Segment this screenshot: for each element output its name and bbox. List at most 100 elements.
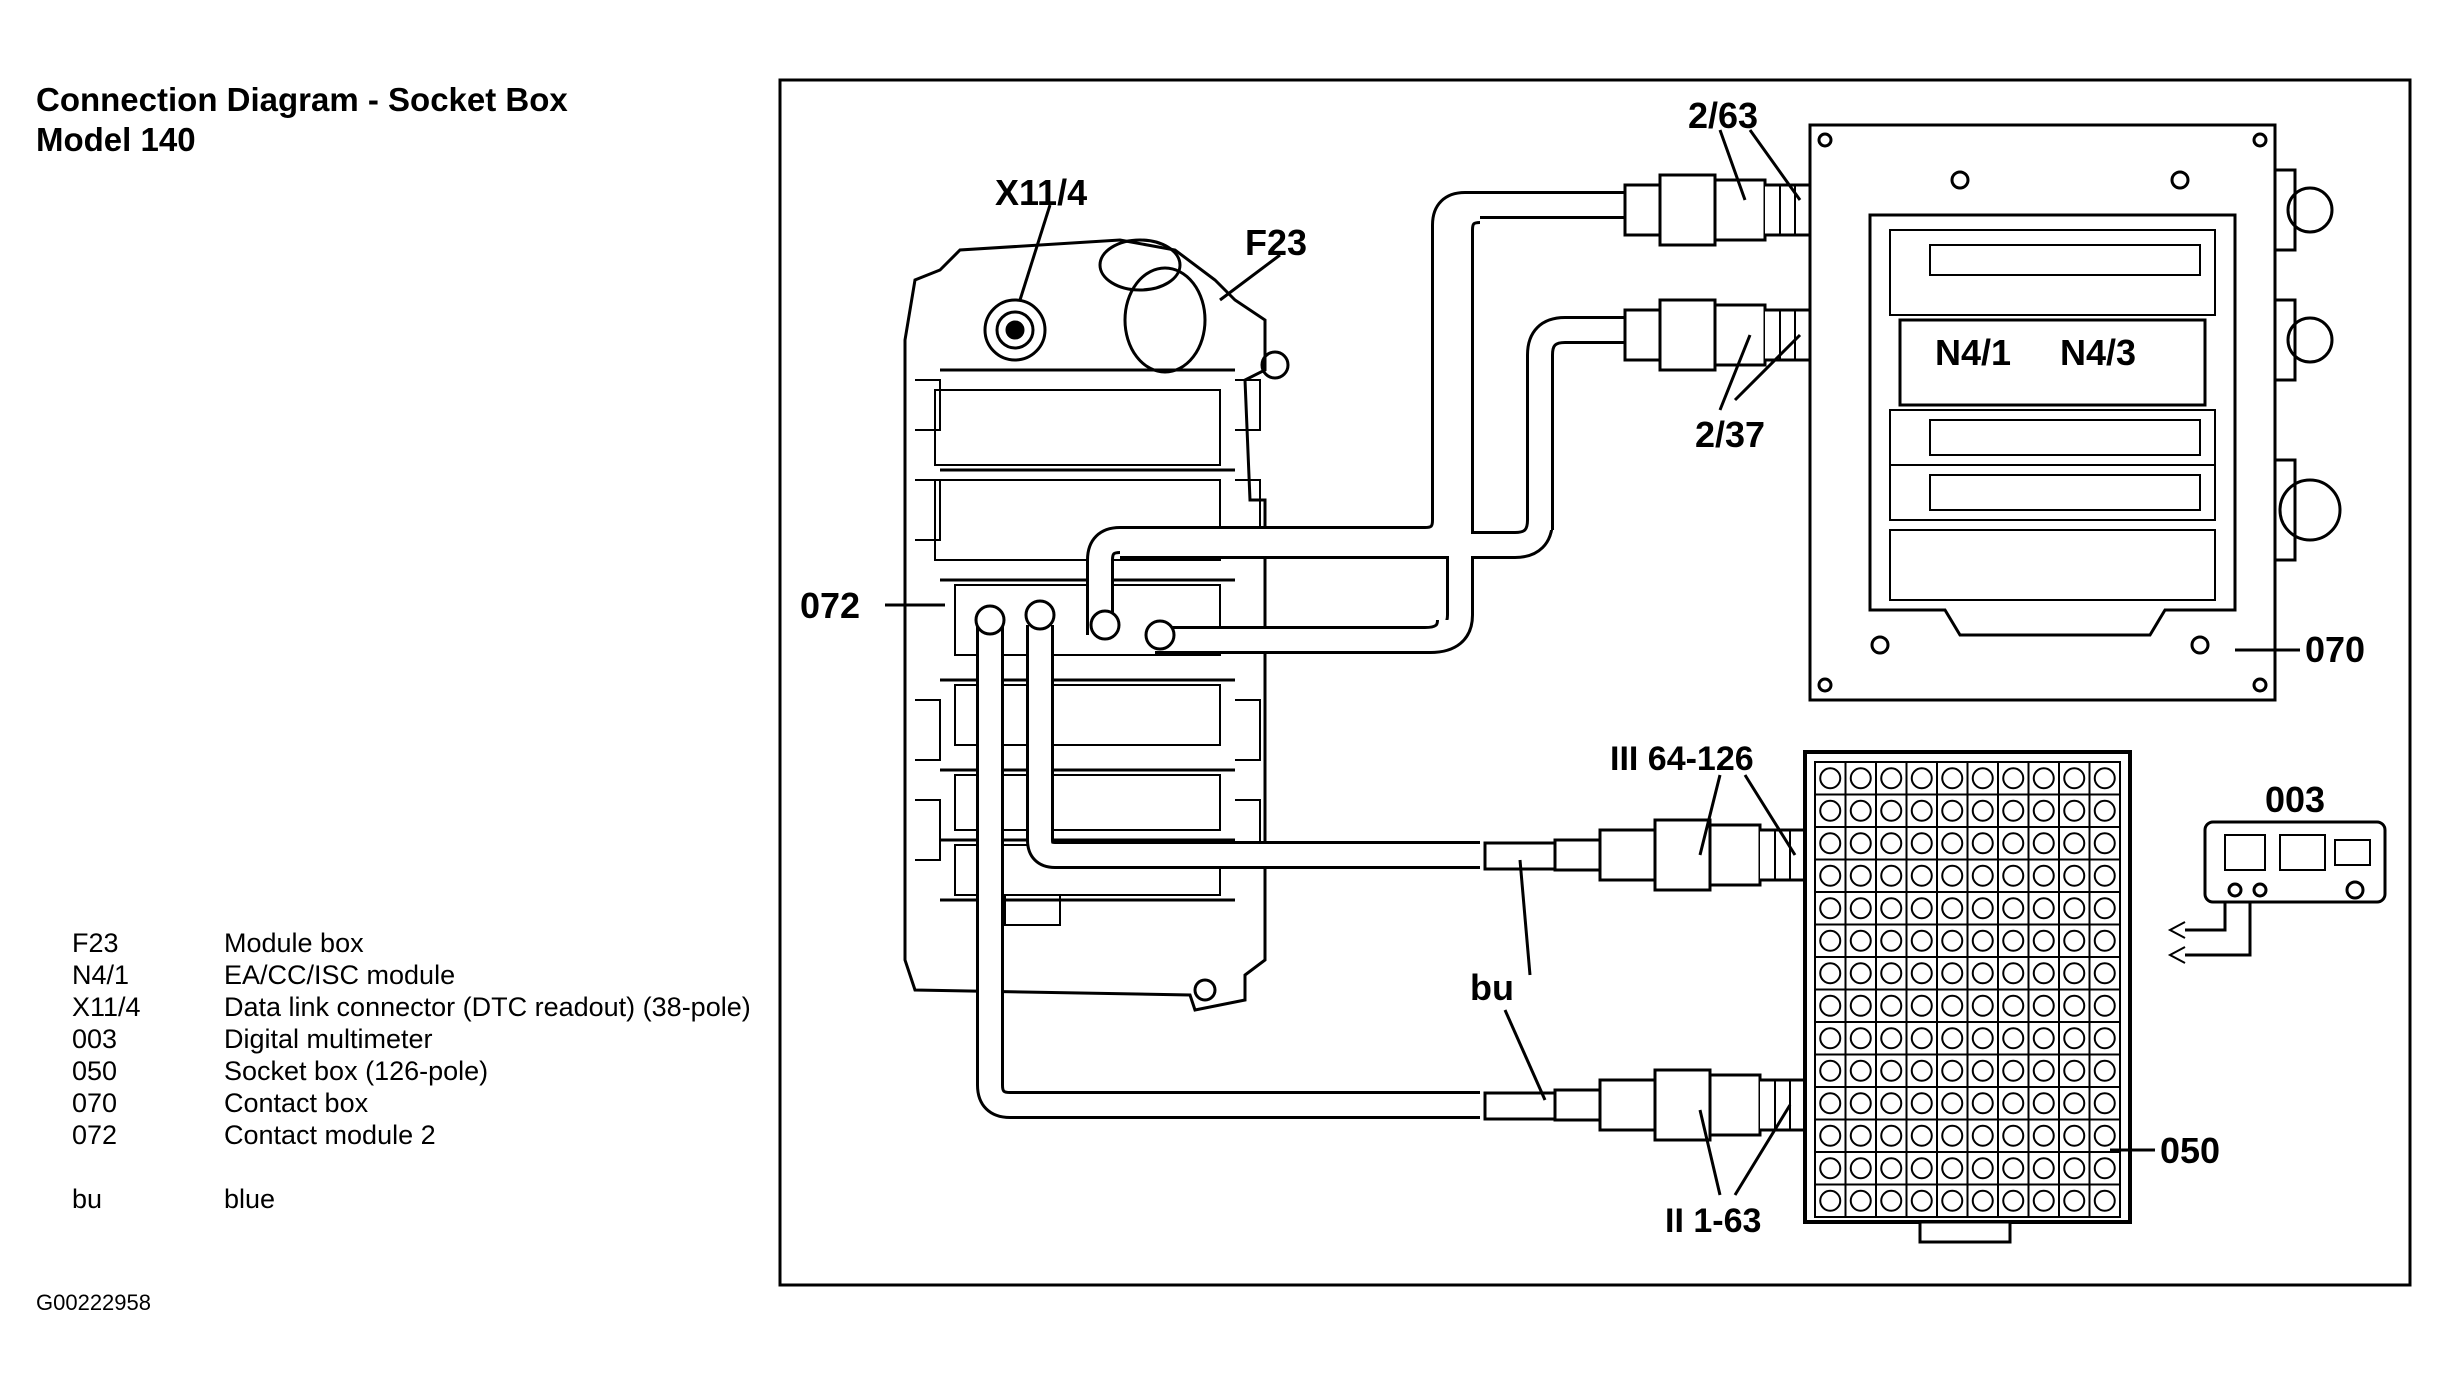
legend-code: 003: [72, 1024, 118, 1054]
socket-hole: [1819, 1157, 1842, 1180]
socket-hole: [1819, 767, 1842, 790]
socket-hole: [1849, 864, 1872, 887]
socket-hole: [1880, 994, 1903, 1017]
socket-hole: [1880, 767, 1903, 790]
label-2-63: 2/63: [1688, 95, 1758, 136]
socket-hole: [1910, 832, 1933, 855]
socket-hole: [2002, 1157, 2025, 1180]
socket-hole: [1971, 994, 1994, 1017]
socket-hole: [1910, 1124, 1933, 1147]
label-2-37: 2/37: [1695, 414, 1765, 455]
socket-hole: [2093, 864, 2116, 887]
socket-hole: [2093, 897, 2116, 920]
socket-hole: [2063, 832, 2086, 855]
legend-desc: Data link connector (DTC readout) (38-po…: [224, 992, 751, 1022]
socket-hole: [1941, 897, 1964, 920]
socket-hole: [1880, 1124, 1903, 1147]
socket-hole: [2032, 864, 2055, 887]
socket-hole: [1880, 1157, 1903, 1180]
socket-hole: [2002, 929, 2025, 952]
socket-hole: [1880, 1059, 1903, 1082]
socket-hole: [2002, 962, 2025, 985]
socket-hole: [2063, 897, 2086, 920]
socket-hole: [1941, 1059, 1964, 1082]
socket-hole: [2032, 1189, 2055, 1212]
socket-hole: [1941, 994, 1964, 1017]
label-070: 070: [2305, 629, 2365, 670]
socket-hole: [2063, 1157, 2086, 1180]
socket-hole: [2093, 767, 2116, 790]
socket-hole: [1819, 1124, 1842, 1147]
legend-code: F23: [72, 928, 119, 958]
socket-hole: [2063, 994, 2086, 1017]
socket-hole: [1941, 1027, 1964, 1050]
socket-hole: [2063, 1189, 2086, 1212]
socket-hole: [1819, 1092, 1842, 1115]
socket-hole: [1910, 1092, 1933, 1115]
title-line-1: Connection Diagram - Socket Box: [36, 81, 568, 118]
socket-hole: [1849, 767, 1872, 790]
socket-hole: [2002, 799, 2025, 822]
connector-2-63: [1623, 173, 1812, 247]
socket-hole: [1971, 1189, 1994, 1212]
diagram-title: Connection Diagram - Socket Box Model 14…: [36, 80, 568, 160]
socket-hole: [1971, 1124, 1994, 1147]
label-n4-1: N4/1: [1935, 332, 2011, 373]
legend-code: 072: [72, 1120, 118, 1150]
socket-hole: [1880, 799, 1903, 822]
socket-hole: [2063, 767, 2086, 790]
document-id: G00222958: [36, 1290, 151, 1315]
socket-hole: [1849, 1124, 1872, 1147]
legend-desc: Digital multimeter: [224, 1024, 433, 1054]
label-003: 003: [2265, 779, 2325, 820]
socket-hole: [1880, 1027, 1903, 1050]
socket-grid: [1814, 761, 2121, 1218]
socket-hole: [1971, 799, 1994, 822]
digital-multimeter-003: [2167, 820, 2387, 964]
socket-hole: [2002, 832, 2025, 855]
socket-hole: [1880, 929, 1903, 952]
socket-hole: [2093, 1059, 2116, 1082]
socket-hole: [2002, 1124, 2025, 1147]
socket-hole: [1849, 1059, 1872, 1082]
socket-hole: [1941, 799, 1964, 822]
legend-desc: EA/CC/ISC module: [224, 960, 456, 990]
socket-hole: [2093, 962, 2116, 985]
socket-hole: [1941, 1189, 1964, 1212]
socket-hole: [1910, 962, 1933, 985]
label-bu: bu: [1470, 967, 1514, 1008]
socket-hole: [1819, 1189, 1842, 1212]
socket-hole: [2093, 1189, 2116, 1212]
label-iii-64-126: III 64-126: [1610, 740, 1754, 778]
socket-cell: [2088, 1183, 2121, 1218]
socket-hole: [1910, 1157, 1933, 1180]
legend-code: 050: [72, 1056, 118, 1086]
label-n4-3: N4/3: [2060, 332, 2136, 373]
socket-hole: [1971, 962, 1994, 985]
legend-desc: Contact box: [224, 1088, 369, 1118]
socket-hole: [2093, 1027, 2116, 1050]
title-line-2: Model 140: [36, 121, 196, 158]
socket-hole: [2063, 864, 2086, 887]
socket-hole: [1971, 1092, 1994, 1115]
legend-code: X11/4: [72, 992, 141, 1022]
socket-hole: [1849, 929, 1872, 952]
socket-hole: [1849, 994, 1872, 1017]
socket-hole: [1819, 864, 1842, 887]
diagram-frame: [778, 78, 2412, 1287]
socket-hole: [2002, 897, 2025, 920]
socket-hole: [1819, 929, 1842, 952]
socket-hole: [2032, 1157, 2055, 1180]
socket-hole: [1910, 1027, 1933, 1050]
socket-hole: [2063, 929, 2086, 952]
connector-iii-64-126: [1553, 818, 1807, 892]
socket-hole: [1880, 1092, 1903, 1115]
socket-hole: [1880, 832, 1903, 855]
socket-hole: [2093, 799, 2116, 822]
socket-hole: [1819, 1027, 1842, 1050]
